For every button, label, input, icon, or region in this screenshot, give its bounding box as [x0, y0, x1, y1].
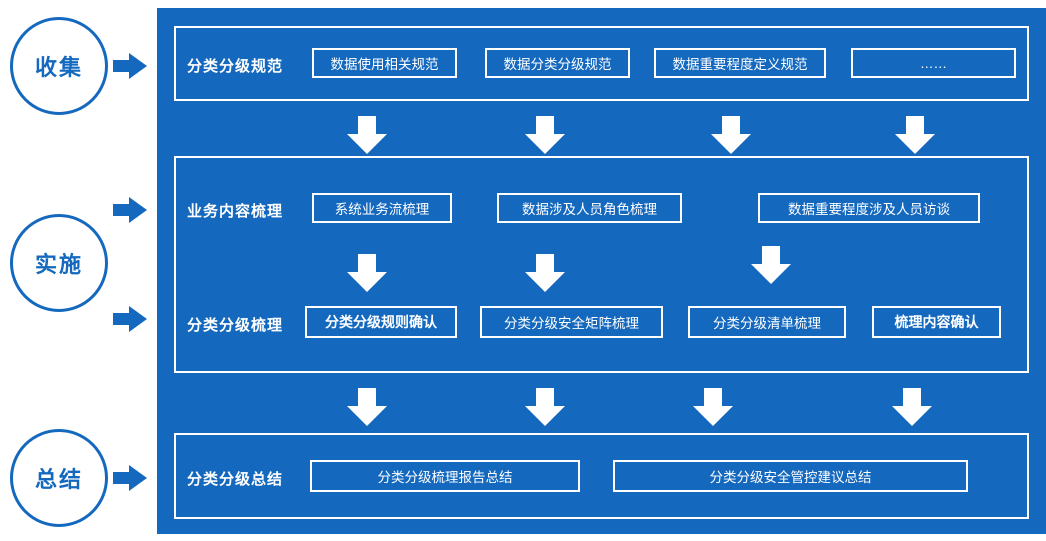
arrow-shaft: [358, 116, 376, 136]
item-spec-2[interactable]: 数据分类分级规范: [485, 48, 630, 78]
arrow-shaft: [358, 388, 376, 408]
arrow-head: [525, 134, 565, 154]
arrow-shaft: [113, 60, 131, 72]
arrow-shaft: [113, 204, 131, 216]
arrow-down-classify-2: [525, 388, 565, 426]
stage-circle-collect: 收集: [10, 17, 108, 115]
arrow-head: [129, 306, 147, 332]
arrow-head: [892, 406, 932, 426]
item-business-3[interactable]: 数据重要程度涉及人员访谈: [758, 193, 980, 223]
item-spec-1[interactable]: 数据使用相关规范: [312, 48, 457, 78]
item-business-2[interactable]: 数据涉及人员角色梳理: [497, 193, 682, 223]
stage-circle-summary: 总结: [10, 429, 108, 527]
arrow-head: [525, 272, 565, 292]
arrow-down-spec-1: [347, 116, 387, 154]
arrow-shaft: [704, 388, 722, 408]
arrow-head: [347, 272, 387, 292]
item-summary-2[interactable]: 分类分级安全管控建议总结: [613, 460, 968, 492]
arrow-shaft: [536, 254, 554, 274]
arrow-head: [129, 53, 147, 79]
row-label-summary: 分类分级总结: [187, 471, 284, 488]
arrow-shaft: [358, 254, 376, 274]
arrow-head: [347, 406, 387, 426]
row-group-spec: [174, 26, 1029, 101]
arrow-right-implement-2: [113, 306, 147, 332]
row-group-summary: [174, 433, 1029, 519]
row-group-implement: [174, 156, 1029, 373]
row-label-business: 业务内容梳理: [187, 203, 284, 220]
item-business-1[interactable]: 系统业务流梳理: [312, 193, 452, 223]
row-label-classify: 分类分级梳理: [187, 317, 284, 334]
arrow-head: [711, 134, 751, 154]
arrow-shaft: [113, 472, 131, 484]
arrow-head: [895, 134, 935, 154]
arrow-down-business-2: [525, 254, 565, 292]
arrow-head: [693, 406, 733, 426]
item-classify-4[interactable]: 梳理内容确认: [872, 306, 1001, 338]
arrow-down-spec-2: [525, 116, 565, 154]
arrow-right-collect: [113, 53, 147, 79]
arrow-down-business-3: [751, 246, 791, 284]
stage-circle-implement: 实施: [10, 214, 108, 312]
item-summary-1[interactable]: 分类分级梳理报告总结: [310, 460, 580, 492]
item-classify-2[interactable]: 分类分级安全矩阵梳理: [480, 306, 663, 338]
arrow-shaft: [762, 246, 780, 266]
row-label-spec: 分类分级规范: [187, 58, 284, 75]
arrow-head: [751, 264, 791, 284]
arrow-down-spec-3: [711, 116, 751, 154]
item-classify-3[interactable]: 分类分级清单梳理: [688, 306, 846, 338]
arrow-down-classify-1: [347, 388, 387, 426]
arrow-down-spec-4: [895, 116, 935, 154]
arrow-right-summary: [113, 465, 147, 491]
process-panel: 分类分级规范 数据使用相关规范 数据分类分级规范 数据重要程度定义规范 …… 业…: [157, 8, 1046, 534]
item-classify-1[interactable]: 分类分级规则确认: [305, 306, 457, 338]
arrow-right-implement-1: [113, 197, 147, 223]
arrow-shaft: [536, 388, 554, 408]
arrow-shaft: [113, 313, 131, 325]
arrow-shaft: [722, 116, 740, 136]
arrow-head: [129, 197, 147, 223]
arrow-down-classify-4: [892, 388, 932, 426]
arrow-down-classify-3: [693, 388, 733, 426]
item-spec-4[interactable]: ……: [851, 48, 1016, 78]
arrow-shaft: [906, 116, 924, 136]
arrow-head: [525, 406, 565, 426]
arrow-shaft: [903, 388, 921, 408]
arrow-shaft: [536, 116, 554, 136]
arrow-head: [129, 465, 147, 491]
arrow-head: [347, 134, 387, 154]
item-spec-3[interactable]: 数据重要程度定义规范: [654, 48, 826, 78]
arrow-down-business-1: [347, 254, 387, 292]
